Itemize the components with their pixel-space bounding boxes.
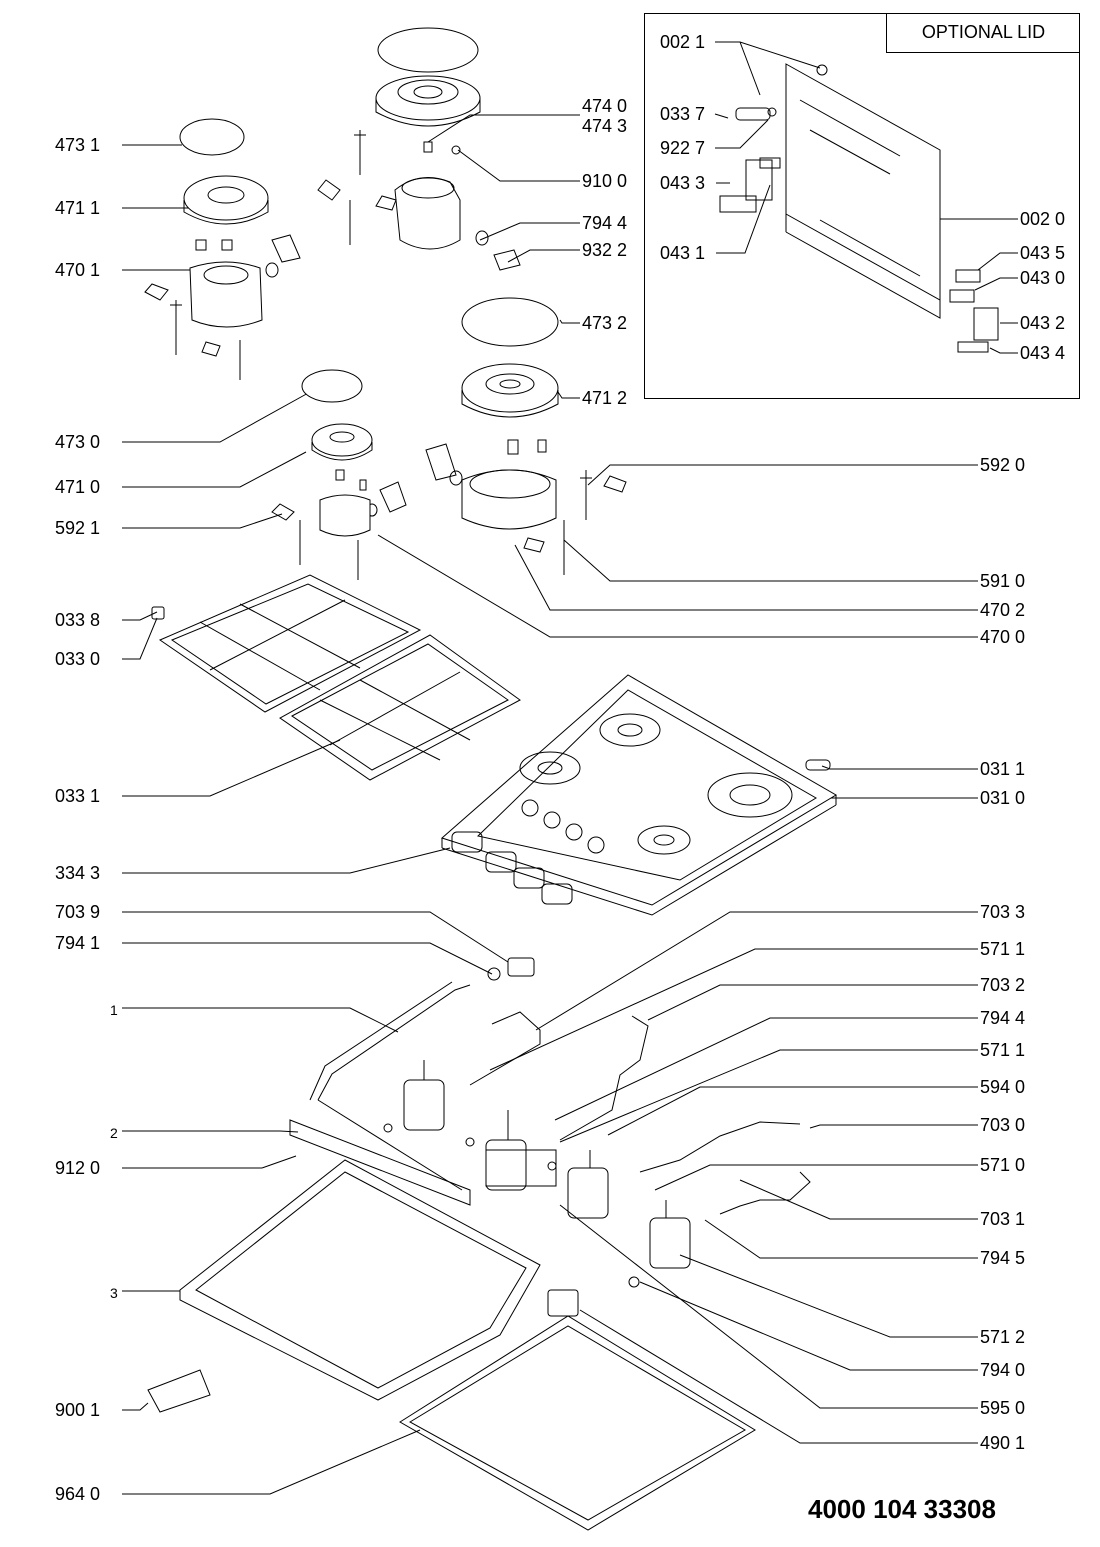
part-label: 3: [110, 1285, 118, 1301]
part-label: 900 1: [55, 1400, 101, 1420]
part-label: 912 0: [55, 1158, 101, 1178]
burner-top-left: [144, 118, 301, 380]
part-label: 2: [110, 1125, 118, 1141]
part-label: 571 2: [980, 1327, 1026, 1347]
part-label: 033 0: [55, 649, 101, 669]
part-label: 964 0: [55, 1484, 101, 1504]
part-label: 794 4: [980, 1008, 1026, 1028]
part-label: 031 1: [980, 759, 1026, 779]
part-label: 794 4: [582, 213, 628, 233]
hob-top-plate: [441, 674, 837, 916]
burner-right-middle: [425, 297, 627, 575]
part-label: 033 7: [660, 104, 706, 124]
part-label: 043 2: [1020, 313, 1066, 333]
part-label: 043 3: [660, 173, 706, 193]
leader-lines-right: [377, 464, 978, 1444]
part-label: 043 0: [1020, 268, 1066, 288]
part-label: 043 1: [660, 243, 706, 263]
part-label: 592 1: [55, 518, 101, 538]
part-label: 473 0: [55, 432, 101, 452]
burner-top-center: [317, 27, 521, 271]
control-knobs: [451, 831, 573, 905]
part-label: 043 5: [1020, 243, 1066, 263]
part-label: 473 2: [582, 313, 628, 333]
part-label: 910 0: [582, 171, 628, 191]
part-label: 033 1: [55, 786, 101, 806]
part-label: 922 7: [660, 138, 706, 158]
leader-lines-left: [122, 144, 509, 1495]
part-label: 470 1: [55, 260, 101, 280]
part-label: 571 0: [980, 1155, 1026, 1175]
part-label: 932 2: [582, 240, 628, 260]
part-label: 471 2: [582, 388, 628, 408]
part-label: 703 9: [55, 902, 101, 922]
pan-supports: [151, 574, 521, 781]
part-label: 595 0: [980, 1398, 1026, 1418]
part-label: 594 0: [980, 1077, 1026, 1097]
part-label: 474 3: [582, 116, 628, 136]
optional-lid-drawing: [719, 63, 999, 353]
part-label: 474 0: [582, 96, 628, 116]
part-label: 703 3: [980, 902, 1026, 922]
part-label: 471 0: [55, 477, 101, 497]
part-label: 031 0: [980, 788, 1026, 808]
part-label: 002 1: [660, 32, 706, 52]
part-label: 703 1: [980, 1209, 1026, 1229]
part-label: 703 2: [980, 975, 1026, 995]
part-label: 002 0: [1020, 209, 1066, 229]
leader-lines-lid: [714, 41, 1018, 354]
part-label: 703 0: [980, 1115, 1026, 1135]
optional-lid-title: OPTIONAL LID: [886, 13, 1080, 53]
part-label: 571 1: [980, 1040, 1026, 1060]
part-label: 033 8: [55, 610, 101, 630]
part-label: 571 1: [980, 939, 1026, 959]
part-label: 794 5: [980, 1248, 1026, 1268]
part-label: 592 0: [980, 455, 1026, 475]
part-label: 470 0: [980, 627, 1026, 647]
gas-pipes-valves: [309, 957, 811, 1288]
part-label: 794 1: [55, 933, 101, 953]
part-label: 490 1: [980, 1433, 1026, 1453]
optional-lid-frame: [644, 13, 1080, 399]
part-label: 1: [110, 1002, 118, 1018]
base-assembly: [147, 1119, 756, 1531]
part-label: 794 0: [980, 1360, 1026, 1380]
part-label: 043 4: [1020, 343, 1066, 363]
burner-middle-small: [271, 369, 407, 580]
part-label: 471 1: [55, 198, 101, 218]
document-number: 4000 104 33308: [808, 1494, 996, 1524]
part-label: 470 2: [980, 600, 1026, 620]
part-label: 334 3: [55, 863, 101, 883]
part-label: 473 1: [55, 135, 101, 155]
leader-lines-center: [427, 114, 580, 399]
part-label: 591 0: [980, 571, 1026, 591]
